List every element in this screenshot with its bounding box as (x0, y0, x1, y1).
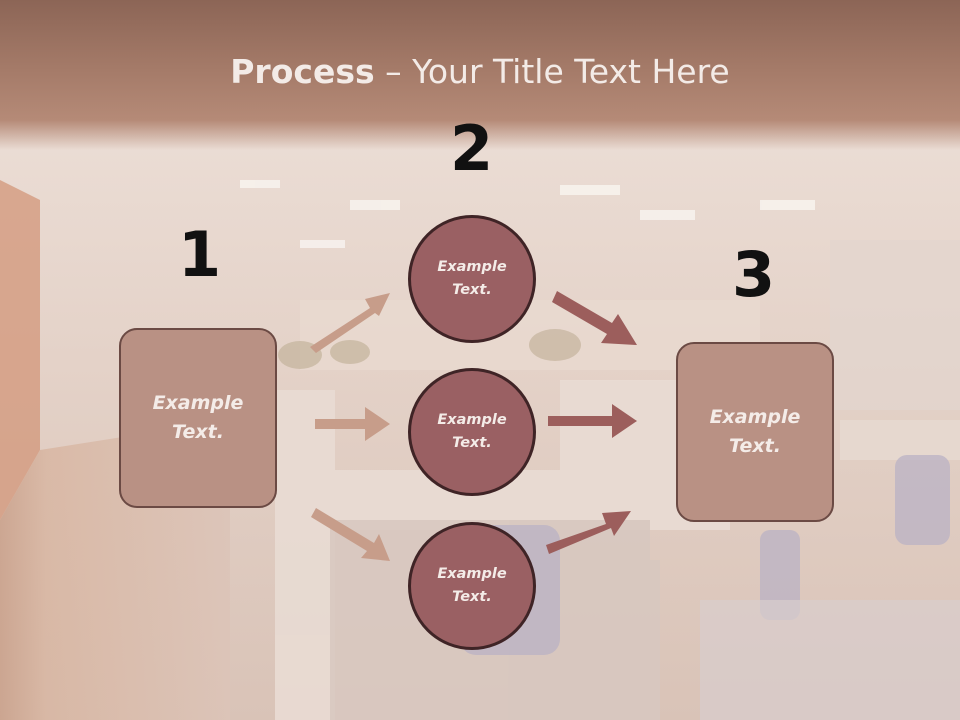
step-2-circle-middle: Example Text. (408, 368, 536, 496)
arrow-1-to-middle-circle (315, 407, 390, 441)
step-1-box: Example Text. (119, 328, 277, 508)
slide-title: Process – Your Title Text Here (0, 52, 960, 91)
step-2-circle-top-text: Example Text. (437, 259, 507, 298)
title-band (0, 0, 960, 150)
title-bold-part: Process (230, 52, 375, 91)
step-1-text: Example Text. (152, 392, 244, 443)
step-2-circle-bottom-text: Example Text. (437, 566, 507, 605)
step-3-text: Example Text. (709, 406, 801, 457)
arrow-bottom-circle-to-3 (546, 511, 631, 554)
step-2-circle-middle-text: Example Text. (437, 412, 507, 451)
step-2-circle-bottom: Example Text. (408, 522, 536, 650)
step-number-3: 3 (732, 238, 776, 311)
arrow-middle-circle-to-3 (548, 404, 637, 438)
arrow-top-circle-to-3 (552, 291, 637, 345)
step-2-circle-top: Example Text. (408, 215, 536, 343)
arrow-1-to-top-circle (310, 293, 390, 353)
arrow-1-to-bottom-circle (311, 508, 390, 561)
step-number-2: 2 (450, 112, 494, 185)
step-number-1: 1 (178, 218, 222, 291)
step-3-box: Example Text. (676, 342, 834, 522)
title-rest-part: – Your Title Text Here (374, 52, 730, 91)
